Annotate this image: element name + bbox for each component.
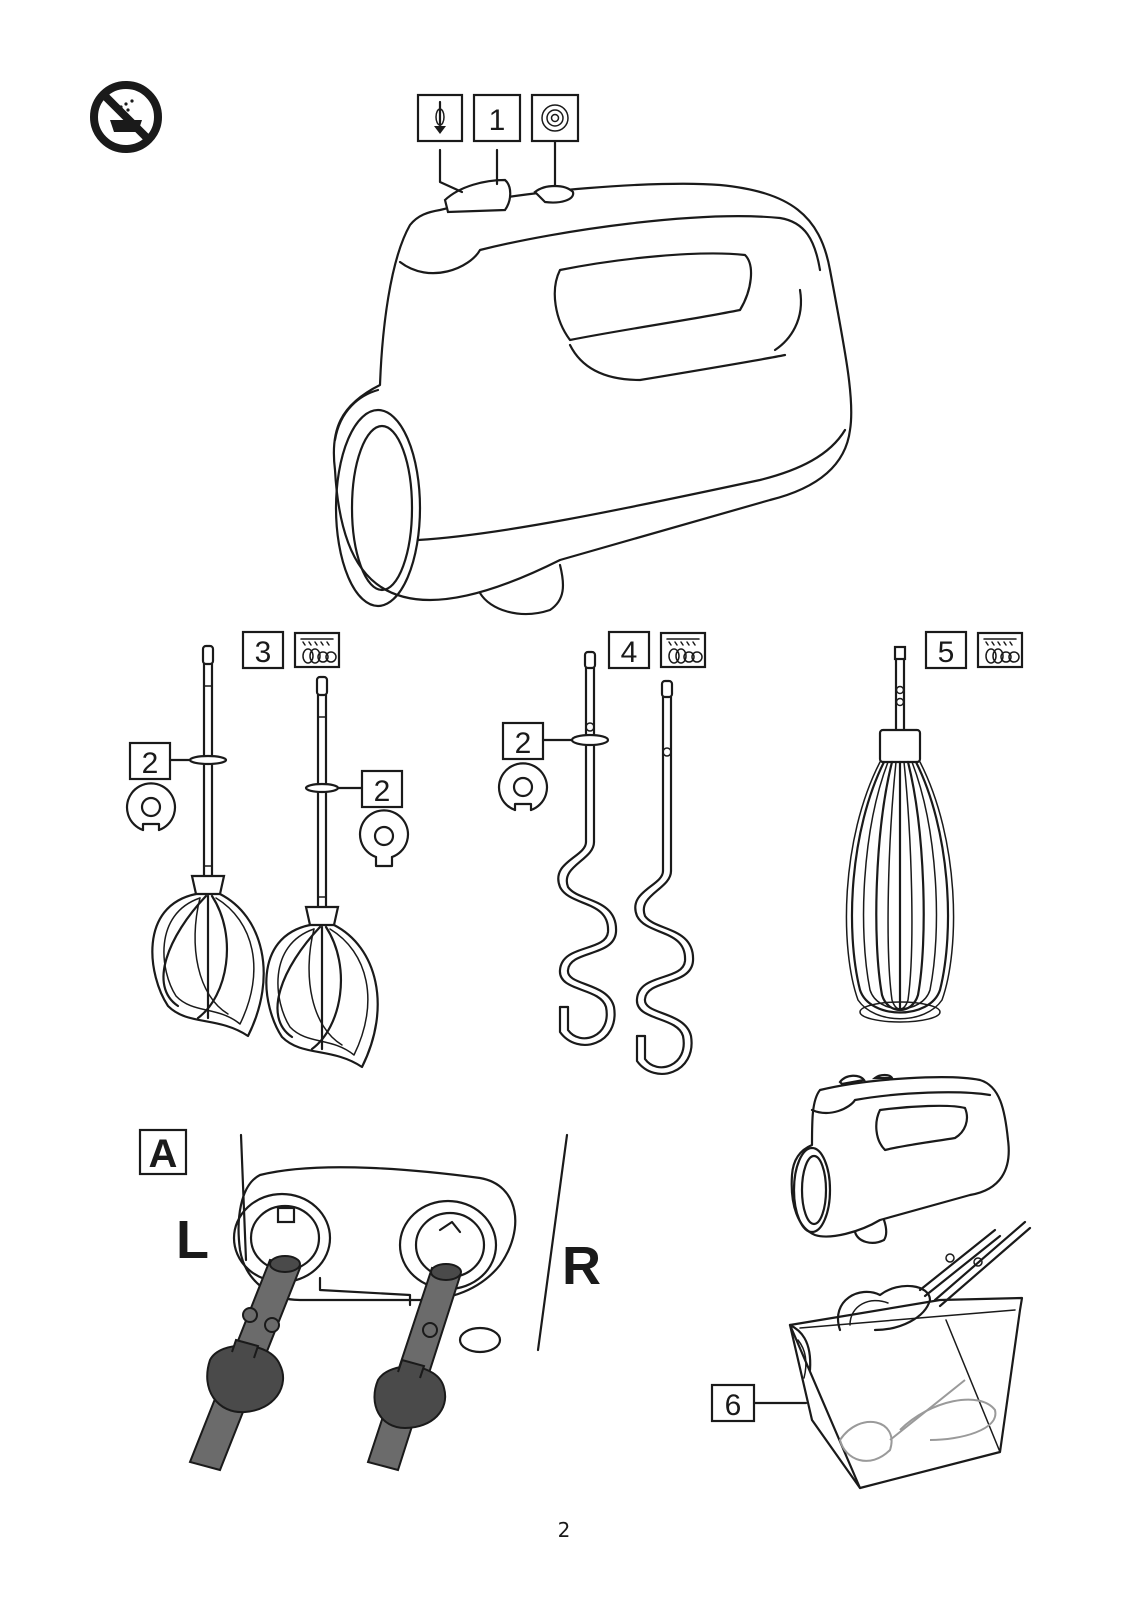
callout-5-label: 5 <box>938 636 955 669</box>
callout-2-label-left: 2 <box>142 747 159 780</box>
callout-6-label: 6 <box>725 1389 742 1422</box>
key-slot-icon <box>127 783 175 830</box>
callout-storage-box: 6 <box>712 1385 806 1422</box>
callout-3-label: 3 <box>255 636 272 669</box>
socket-detail-drawing <box>190 1135 567 1470</box>
callout-dough-hooks: 4 <box>609 632 649 669</box>
dough-hook-right <box>635 681 693 1074</box>
key-tab-icon <box>360 810 408 866</box>
balloon-whisk <box>846 647 953 1022</box>
turbo-spiral-icon <box>532 95 578 141</box>
callout-speed-button: 1 <box>474 95 520 141</box>
eject-icon <box>418 95 462 141</box>
callout-1-label: 1 <box>489 104 506 137</box>
hand-mixer-drawing <box>334 140 851 614</box>
callout-2-label-hook: 2 <box>515 727 532 760</box>
page-number: 2 <box>0 1518 1128 1542</box>
no-water-immersion-icon <box>94 85 158 149</box>
right-socket-label: R <box>562 1236 601 1296</box>
dishwasher-safe-icon <box>661 633 705 667</box>
key-slot-icon <box>499 763 547 810</box>
dishwasher-safe-icon <box>978 633 1022 667</box>
section-a-badge: A <box>140 1130 186 1176</box>
left-socket-label: L <box>176 1210 209 1270</box>
section-a-label: A <box>149 1132 178 1176</box>
callout-collar-hook: 2 <box>503 723 572 760</box>
beater-right <box>266 677 377 1067</box>
callout-beaters: 3 <box>243 632 283 669</box>
callout-2-label-right: 2 <box>374 775 391 808</box>
mixer-storage-drawing <box>790 1075 1030 1488</box>
beater-left <box>152 646 263 1036</box>
callout-collar-right: 2 <box>338 771 402 808</box>
callout-collar-left: 2 <box>130 743 190 780</box>
callout-whisk: 5 <box>926 632 966 669</box>
callout-4-label: 4 <box>621 636 638 669</box>
dishwasher-safe-icon <box>295 633 339 667</box>
dough-hook-left <box>558 652 616 1045</box>
